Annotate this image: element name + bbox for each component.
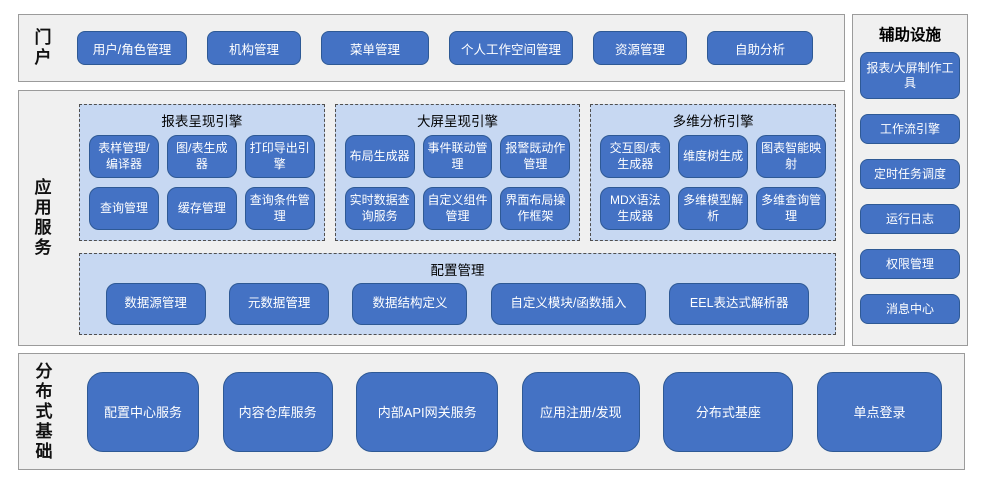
infrastructure-label-column: 分布式基础 bbox=[19, 354, 65, 469]
app-services-label-column: 应用服务 bbox=[19, 91, 63, 345]
auxiliary-section: 辅助设施 报表/大屏制作工具 工作流引擎 定时任务调度 运行日志 权限管理 消息… bbox=[852, 14, 968, 346]
config-item-button[interactable]: 自定义模块/函数插入 bbox=[490, 282, 646, 325]
portal-btn-user-role-mgmt[interactable]: 用户/角色管理 bbox=[77, 31, 187, 65]
report-engine-grid: 表样管理/编译器 图/表生成器 打印导出引擎 查询管理 缓存管理 查询条件管理 bbox=[80, 132, 324, 240]
infra-btn-distributed-base[interactable]: 分布式基座 bbox=[663, 371, 794, 452]
config-item-button[interactable]: 元数据管理 bbox=[229, 282, 330, 325]
dashboard-engine-group: 大屏呈现引擎 布局生成器 事件联动管理 报警既动作管理 实时数据查询服务 自定义… bbox=[334, 104, 581, 241]
aux-btn-scheduled-tasks[interactable]: 定时任务调度 bbox=[860, 159, 960, 189]
engine-item-button[interactable]: 自定义组件管理 bbox=[422, 187, 493, 230]
report-engine-title: 报表呈现引擎 bbox=[161, 114, 243, 129]
config-mgmt-group: 配置管理 数据源管理 元数据管理 数据结构定义 自定义模块/函数插入 EEL表达… bbox=[79, 253, 836, 335]
engine-item-button[interactable]: 查询管理 bbox=[89, 187, 159, 230]
infrastructure-section-label: 分布式基础 bbox=[32, 361, 52, 462]
config-mgmt-row: 数据源管理 元数据管理 数据结构定义 自定义模块/函数插入 EEL表达式解析器 bbox=[80, 281, 835, 334]
portal-label-column: 门户 bbox=[19, 15, 63, 81]
engine-item-button[interactable]: 交互图/表生成器 bbox=[600, 135, 671, 178]
portal-btn-resource-mgmt[interactable]: 资源管理 bbox=[593, 31, 687, 65]
report-engine-group: 报表呈现引擎 表样管理/编译器 图/表生成器 打印导出引擎 查询管理 缓存管理 … bbox=[79, 104, 325, 241]
auxiliary-items-column: 报表/大屏制作工具 工作流引擎 定时任务调度 运行日志 权限管理 消息中心 bbox=[853, 52, 967, 324]
portal-section-label: 门户 bbox=[31, 28, 51, 68]
config-mgmt-title: 配置管理 bbox=[430, 263, 485, 278]
olap-engine-title: 多维分析引擎 bbox=[672, 114, 754, 129]
engine-item-button[interactable]: 表样管理/编译器 bbox=[89, 135, 159, 178]
portal-btn-org-mgmt[interactable]: 机构管理 bbox=[207, 31, 301, 65]
engine-item-button[interactable]: 打印导出引擎 bbox=[244, 135, 315, 178]
infra-btn-api-gateway[interactable]: 内部API网关服务 bbox=[356, 371, 499, 452]
config-item-button[interactable]: 数据结构定义 bbox=[352, 282, 468, 325]
engine-item-button[interactable]: 事件联动管理 bbox=[422, 135, 493, 178]
portal-btn-self-service-analysis[interactable]: 自助分析 bbox=[707, 31, 813, 65]
app-services-section-label: 应用服务 bbox=[31, 178, 51, 258]
infra-btn-app-registry[interactable]: 应用注册/发现 bbox=[521, 371, 640, 452]
olap-engine-group: 多维分析引擎 交互图/表生成器 维度树生成 图表智能映射 MDX语法生成器 多维… bbox=[590, 104, 837, 241]
aux-btn-message-center[interactable]: 消息中心 bbox=[860, 294, 960, 324]
portal-btn-menu-mgmt[interactable]: 菜单管理 bbox=[321, 31, 429, 65]
auxiliary-section-title: 辅助设施 bbox=[878, 27, 941, 44]
aux-btn-report-dashboard-tool[interactable]: 报表/大屏制作工具 bbox=[860, 52, 960, 99]
engine-item-button[interactable]: 多维查询管理 bbox=[756, 187, 827, 230]
engine-item-button[interactable]: 布局生成器 bbox=[344, 135, 415, 178]
infrastructure-items-row: 配置中心服务 内容仓库服务 内部API网关服务 应用注册/发现 分布式基座 单点… bbox=[65, 354, 964, 469]
infrastructure-section: 分布式基础 配置中心服务 内容仓库服务 内部API网关服务 应用注册/发现 分布… bbox=[18, 353, 965, 470]
portal-items-row: 用户/角色管理 机构管理 菜单管理 个人工作空间管理 资源管理 自助分析 bbox=[63, 15, 844, 81]
infra-btn-content-repo[interactable]: 内容仓库服务 bbox=[222, 371, 333, 452]
aux-btn-workflow-engine[interactable]: 工作流引擎 bbox=[860, 114, 960, 144]
portal-btn-workspace-mgmt[interactable]: 个人工作空间管理 bbox=[449, 31, 573, 65]
olap-engine-grid: 交互图/表生成器 维度树生成 图表智能映射 MDX语法生成器 多维模型解析 多维… bbox=[591, 132, 835, 240]
engine-item-button[interactable]: 实时数据查询服务 bbox=[344, 187, 415, 230]
engine-item-button[interactable]: MDX语法生成器 bbox=[600, 187, 671, 230]
dashboard-engine-title: 大屏呈现引擎 bbox=[417, 114, 498, 129]
app-services-section: 应用服务 报表呈现引擎 表样管理/编译器 图/表生成器 打印导出引擎 查询管理 … bbox=[18, 90, 845, 346]
infra-btn-config-center[interactable]: 配置中心服务 bbox=[87, 371, 199, 452]
config-item-button[interactable]: EEL表达式解析器 bbox=[669, 282, 810, 325]
aux-btn-run-logs[interactable]: 运行日志 bbox=[860, 204, 960, 234]
engine-item-button[interactable]: 报警既动作管理 bbox=[500, 135, 571, 178]
aux-btn-permission-mgmt[interactable]: 权限管理 bbox=[860, 249, 960, 279]
infra-btn-sso[interactable]: 单点登录 bbox=[816, 371, 942, 452]
engine-item-button[interactable]: 界面布局操作框架 bbox=[500, 187, 571, 230]
engine-item-button[interactable]: 图表智能映射 bbox=[756, 135, 827, 178]
engine-item-button[interactable]: 缓存管理 bbox=[166, 187, 237, 230]
config-item-button[interactable]: 数据源管理 bbox=[105, 282, 206, 325]
engine-groups-row: 报表呈现引擎 表样管理/编译器 图/表生成器 打印导出引擎 查询管理 缓存管理 … bbox=[79, 104, 837, 241]
app-services-content: 报表呈现引擎 表样管理/编译器 图/表生成器 打印导出引擎 查询管理 缓存管理 … bbox=[63, 91, 844, 345]
engine-item-button[interactable]: 维度树生成 bbox=[678, 135, 749, 178]
engine-item-button[interactable]: 查询条件管理 bbox=[244, 187, 315, 230]
dashboard-engine-grid: 布局生成器 事件联动管理 报警既动作管理 实时数据查询服务 自定义组件管理 界面… bbox=[336, 132, 580, 240]
engine-item-button[interactable]: 多维模型解析 bbox=[678, 187, 749, 230]
portal-section: 门户 用户/角色管理 机构管理 菜单管理 个人工作空间管理 资源管理 自助分析 bbox=[18, 14, 845, 82]
engine-item-button[interactable]: 图/表生成器 bbox=[166, 135, 237, 178]
